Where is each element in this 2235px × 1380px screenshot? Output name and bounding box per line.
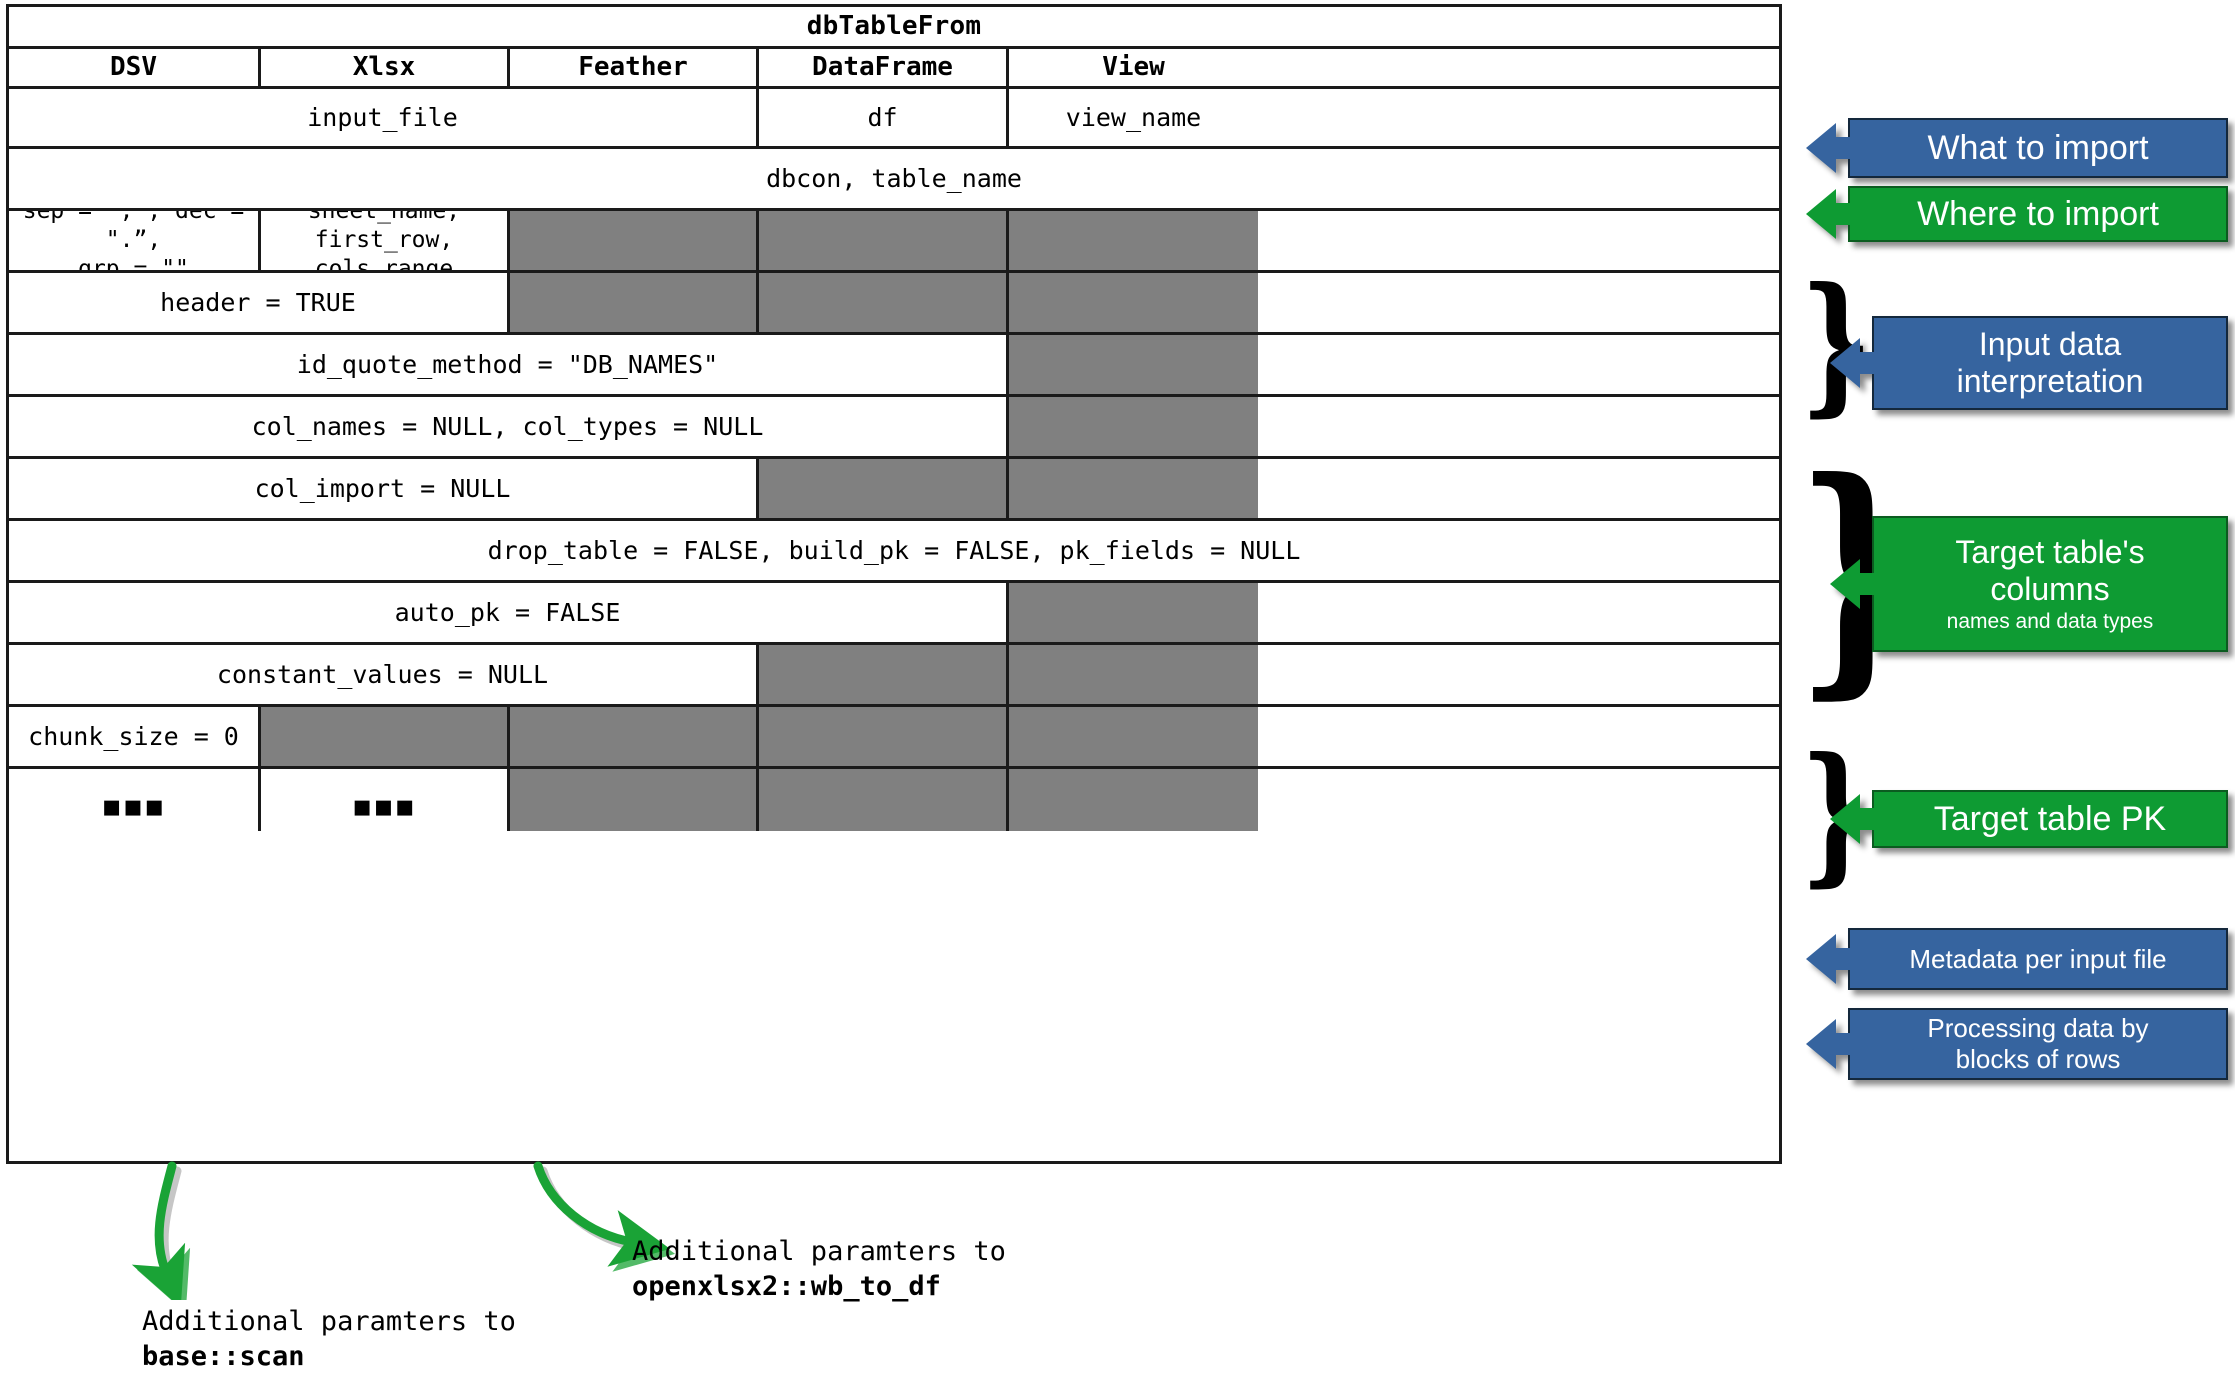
note-line2: openxlsx2::wb_to_df — [632, 1270, 941, 1302]
note-line1: Additional paramters to — [142, 1306, 516, 1337]
column-header-dataframe: DataFrame — [759, 49, 1009, 86]
cell-id-quote-method: id_quote_method = "DB_NAMES" — [9, 335, 1009, 394]
table-header-row: DSV Xlsx Feather DataFrame View — [9, 49, 1779, 89]
cell-na-feather — [510, 769, 759, 831]
cell-na-dataframe — [759, 273, 1009, 332]
column-header-dsv: DSV — [9, 49, 261, 86]
callout-what-to-import[interactable]: What to import — [1806, 118, 2228, 178]
cell-col-names-types: col_names = NULL, col_types = NULL — [9, 397, 1009, 456]
callout-where-to-import[interactable]: Where to import — [1806, 186, 2228, 242]
cell-chunk-size: chunk_size = 0 — [9, 707, 261, 766]
cell-na-view — [1009, 211, 1258, 270]
cell-na-view — [1009, 769, 1258, 831]
cell-header-true: header = TRUE — [9, 273, 510, 332]
table-row: header = TRUE — [9, 273, 1779, 335]
callout-metadata-per-input-file[interactable]: Metadata per input file — [1806, 928, 2228, 990]
cell-na-feather — [510, 707, 759, 766]
cell-more-xlsx: ▪▪▪ — [261, 769, 510, 831]
cell-na-view — [1009, 459, 1258, 518]
note-line1: Additional paramters to — [632, 1236, 1006, 1267]
cell-na-feather — [510, 211, 759, 270]
cell-na-dataframe — [759, 459, 1009, 518]
callout-sublabel: names and data types — [1946, 610, 2154, 633]
arrow-stem — [1828, 1033, 1854, 1055]
table-row: constant_values = NULL — [9, 645, 1779, 707]
table-row: col_import = NULL — [9, 459, 1779, 521]
arrow-stem — [1852, 352, 1878, 374]
cell-na-dataframe — [759, 707, 1009, 766]
callout-input-data-interpretation[interactable]: Input data interpretation — [1830, 316, 2228, 410]
callout-label: What to import — [1927, 128, 2149, 167]
cell-na-xlsx — [261, 707, 510, 766]
cell-input-file: input_file — [9, 89, 759, 146]
table-title-row: dbTableFrom — [9, 7, 1779, 49]
callout-label: Processing data by blocks of rows — [1927, 1013, 2149, 1074]
arrow-stem — [1852, 808, 1878, 830]
table-row: col_names = NULL, col_types = NULL — [9, 397, 1779, 459]
cell-drop-build-pkfields: drop_table = FALSE, build_pk = FALSE, pk… — [487, 535, 1301, 565]
cell-col-import: col_import = NULL — [9, 459, 759, 518]
cell-sep-dec-grp: sep = ",”, dec = ".”, grp = "" — [9, 211, 261, 270]
cell-df: df — [759, 89, 1009, 146]
cell-na-view — [1009, 707, 1258, 766]
table-row: dbcon, table_name — [9, 149, 1779, 211]
column-header-view: View — [1102, 52, 1165, 83]
table-row: chunk_size = 0 — [9, 707, 1779, 769]
column-header-feather: Feather — [510, 49, 759, 86]
cell-na-view — [1009, 645, 1258, 704]
cell-view-name: view_name — [1065, 102, 1202, 132]
curved-arrow-to-scan-note — [131, 1161, 191, 1300]
table-title: dbTableFrom — [806, 11, 982, 42]
cell-dbcon-tablename: dbcon, table_name — [766, 163, 1022, 193]
callout-label: Input data interpretation — [1956, 326, 2144, 399]
callout-label: Where to import — [1917, 194, 2159, 233]
cell-na-view — [1009, 397, 1258, 456]
callout-label: Target table PK — [1933, 799, 2167, 838]
cell-na-view — [1009, 273, 1258, 332]
cell-na-dataframe — [759, 211, 1009, 270]
callout-label: Metadata per input file — [1909, 943, 2167, 974]
table-row: auto_pk = FALSE — [9, 583, 1779, 645]
table-row: sep = ",”, dec = ".”, grp = "" sheet_nam… — [9, 211, 1779, 273]
cell-more-dsv: ▪▪▪ — [9, 769, 261, 831]
cell-na-view — [1009, 583, 1258, 642]
arrow-stem — [1828, 137, 1854, 159]
arrow-stem — [1828, 948, 1854, 970]
callout-label: Target table's columns — [1955, 534, 2145, 607]
table-row: id_quote_method = "DB_NAMES" — [9, 335, 1779, 397]
cell-na-view — [1009, 335, 1258, 394]
callout-processing-data-by-blocks[interactable]: Processing data by blocks of rows — [1806, 1008, 2228, 1080]
table-row: ▪▪▪ ▪▪▪ — [9, 769, 1779, 831]
cell-na-dataframe — [759, 769, 1009, 831]
callout-target-table-columns[interactable]: Target table's columns names and data ty… — [1830, 516, 2228, 652]
table-row: input_file df view_name — [9, 89, 1779, 149]
note-openxlsx2: Additional paramters to openxlsx2::wb_to… — [632, 1235, 1006, 1304]
note-base-scan: Additional paramters to base::scan — [142, 1305, 516, 1374]
cell-constant-values: constant_values = NULL — [9, 645, 759, 704]
callout-target-table-pk[interactable]: Target table PK — [1830, 790, 2228, 848]
column-header-xlsx: Xlsx — [261, 49, 510, 86]
table-row: drop_table = FALSE, build_pk = FALSE, pk… — [9, 521, 1779, 583]
cell-na-dataframe — [759, 645, 1009, 704]
cell-sheet-options: sheet_name, first_row, cols_range — [261, 211, 510, 270]
cell-na-feather — [510, 273, 759, 332]
arrow-stem — [1852, 573, 1878, 595]
parameter-table: dbTableFrom DSV Xlsx Feather DataFrame V… — [6, 4, 1782, 1164]
arrow-stem — [1828, 203, 1854, 225]
note-line2: base::scan — [142, 1340, 305, 1372]
cell-auto-pk: auto_pk = FALSE — [9, 583, 1009, 642]
curved-arrow-to-xlsx-note — [533, 1161, 676, 1272]
